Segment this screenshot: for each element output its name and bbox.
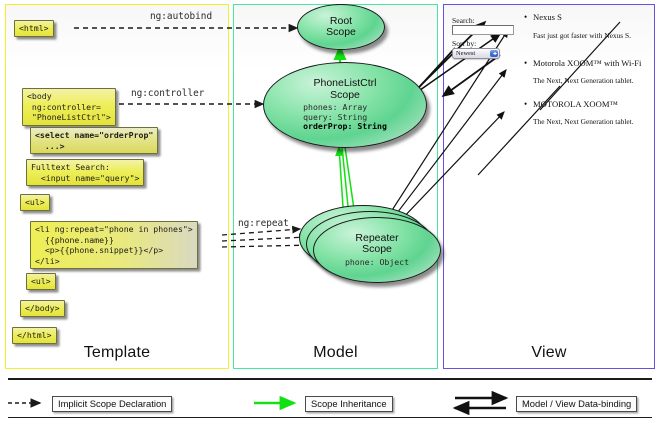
sort-by-selected-value: Newest [456,50,476,57]
scope-prop-query: query: String [303,111,368,122]
phone-snippet-1: Fast just got faster with Nexus S. [533,31,631,40]
edge-label-ng-autobind: ng:autobind [150,11,213,22]
scope-phonelistctrl-props: phones: Array query: String orderProp: S… [303,102,387,132]
panel-model-label: Model [313,344,358,361]
legend-bottom-rule [8,417,652,418]
scope-root-title-2: Scope [326,26,356,38]
sort-by-select[interactable]: Newest [452,48,500,59]
code-html-open-tag: <html> [14,20,54,37]
code-select-orderprop-tag: <select name="orderProp" ...> [30,127,159,154]
scope-prop-orderprop: orderProp: String [303,121,387,132]
scope-repeater-title-1: Repeater [355,231,399,244]
code-li-ngrepeat-block: <li ng:repeat="phone in phones"> {{phone… [30,221,198,269]
legend-implicit-scope-declaration: Implicit Scope Declaration [52,396,173,412]
legend-scope-inheritance: Scope Inheritance [305,396,393,412]
phone-snippet-3: The Next, Next Generation tablet. [533,117,634,126]
code-body-controller-tag: <body ng:controller= "PhoneListCtrl"> [22,88,116,126]
phone-name-2[interactable]: Motorola XOOM™ with Wi-Fi [524,58,641,68]
panel-view-label: View [531,344,567,361]
edge-label-ng-controller: ng:controller [131,88,205,99]
scope-phonelistctrl: PhoneListCtrl Scope phones: Array query:… [263,62,427,148]
legend-model-view-data-binding: Model / View Data-binding [516,396,638,412]
edge-label-ng-repeat: ng:repeat [238,218,289,229]
panel-model: Model [233,4,438,369]
phone-name-3[interactable]: MOTOROLA XOOM™ [524,99,618,109]
search-label: Search: [452,16,475,25]
scope-repeater-props: phone: Object [344,256,410,267]
phone-name-1[interactable]: Nexus S [524,12,562,22]
search-input[interactable] [452,25,514,35]
scope-phonelistctrl-title-2: Scope [330,88,360,101]
scope-prop-phone: phone: Object [344,256,410,267]
phone-snippet-2: The Next, Next Generation tablet. [533,76,634,85]
scope-repeater-title-2: Scope [362,243,392,256]
code-ul-close-tag: <ul> [26,273,56,290]
sort-by-label: Sort by: [452,39,477,48]
legend-top-rule [8,378,652,380]
code-fulltext-search-input: Fulltext Search: <input name="query"> [26,159,145,186]
code-body-close-tag: </body> [20,300,65,317]
chevron-updown-icon[interactable] [490,50,498,57]
scope-phonelistctrl-title-1: PhoneListCtrl [313,77,377,90]
panel-template-label: Template [83,344,151,361]
scope-repeater: Repeater Scope phone: Object [313,217,441,283]
scope-prop-phones: phones: Array [303,102,368,113]
scope-root: Root Scope [297,4,385,50]
code-ul-open-tag: <ul> [20,194,50,211]
legend: Implicit Scope Declaration Scope Inherit… [0,376,660,421]
code-html-close-tag: </html> [12,327,57,344]
scope-root-title-1: Root [329,14,353,27]
